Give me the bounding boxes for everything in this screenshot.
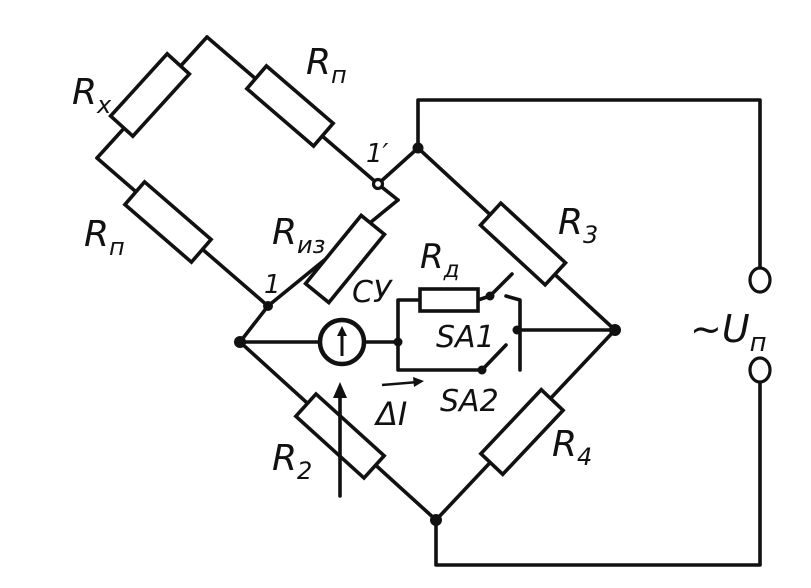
- label-sa2: SA2: [440, 384, 499, 419]
- switch-common-contact: [512, 325, 522, 335]
- resistor-rp-top: [244, 63, 336, 149]
- resistor-r4: [478, 387, 566, 477]
- label-riz: Rиз: [272, 212, 325, 259]
- wire-supply-bottom: [434, 376, 762, 567]
- resistor-rd: [418, 287, 480, 313]
- terminal-1p: [371, 177, 385, 191]
- delta-i-arrow-head-icon: [413, 377, 424, 387]
- wire-node1-to-left: [238, 304, 270, 344]
- label-r4: R4: [552, 424, 592, 471]
- switch-sa2-blade[interactable]: [480, 343, 508, 372]
- wire-1p-up: [376, 146, 420, 186]
- delta-i-arrow: [381, 377, 424, 387]
- junction-top: [412, 142, 424, 154]
- supply-terminal-bottom: [748, 356, 772, 384]
- switch-sa1-blade[interactable]: [488, 272, 514, 298]
- label-rp-top: Rп: [306, 42, 347, 89]
- resistors: [108, 51, 569, 481]
- label-cy: СУ: [352, 275, 393, 310]
- resistor-rp-left: [122, 179, 214, 265]
- junction-left: [234, 336, 246, 348]
- wire-switch-return: [504, 294, 522, 372]
- label-r3: R3: [558, 202, 598, 249]
- junction-bottom: [430, 514, 442, 526]
- adjust-arrow-head-icon: [333, 382, 347, 398]
- resistor-r3: [477, 200, 569, 288]
- label-sa1: SA1: [436, 320, 495, 355]
- adjust-arrow: [333, 382, 347, 498]
- switch-sa1-contact: [485, 291, 495, 301]
- label-node-1p: 1′: [366, 139, 389, 169]
- junction-node1: [263, 301, 273, 311]
- junction-right: [609, 324, 621, 336]
- junction-diag-mid: [393, 337, 403, 347]
- labels: Rx Rп Rп Rиз R3 R2 R4 Rд 1′ 1 СУ SA1 SA2…: [72, 42, 767, 485]
- resistor-riz: [303, 212, 387, 306]
- label-delta-i: ΔI: [373, 395, 407, 433]
- label-node-1: 1: [264, 270, 281, 300]
- wire-sa2-branch: [396, 340, 484, 372]
- label-rp-left: Rп: [84, 214, 125, 261]
- label-r2: R2: [272, 438, 312, 485]
- junctions: [234, 142, 772, 526]
- galvanometer: [317, 317, 367, 367]
- delta-i-arrow-shaft: [381, 380, 419, 387]
- resistor-rx: [108, 51, 192, 139]
- wire-supply-top: [416, 98, 762, 272]
- galvanometer-arrow-icon: [337, 326, 347, 336]
- label-source: ~Uп: [690, 307, 767, 358]
- switch-sa2-contact: [477, 365, 487, 375]
- label-rd: Rд: [420, 237, 460, 283]
- supply-terminal-top: [748, 266, 772, 294]
- label-rx: Rx: [72, 72, 112, 119]
- wire-rd-branch: [396, 298, 422, 344]
